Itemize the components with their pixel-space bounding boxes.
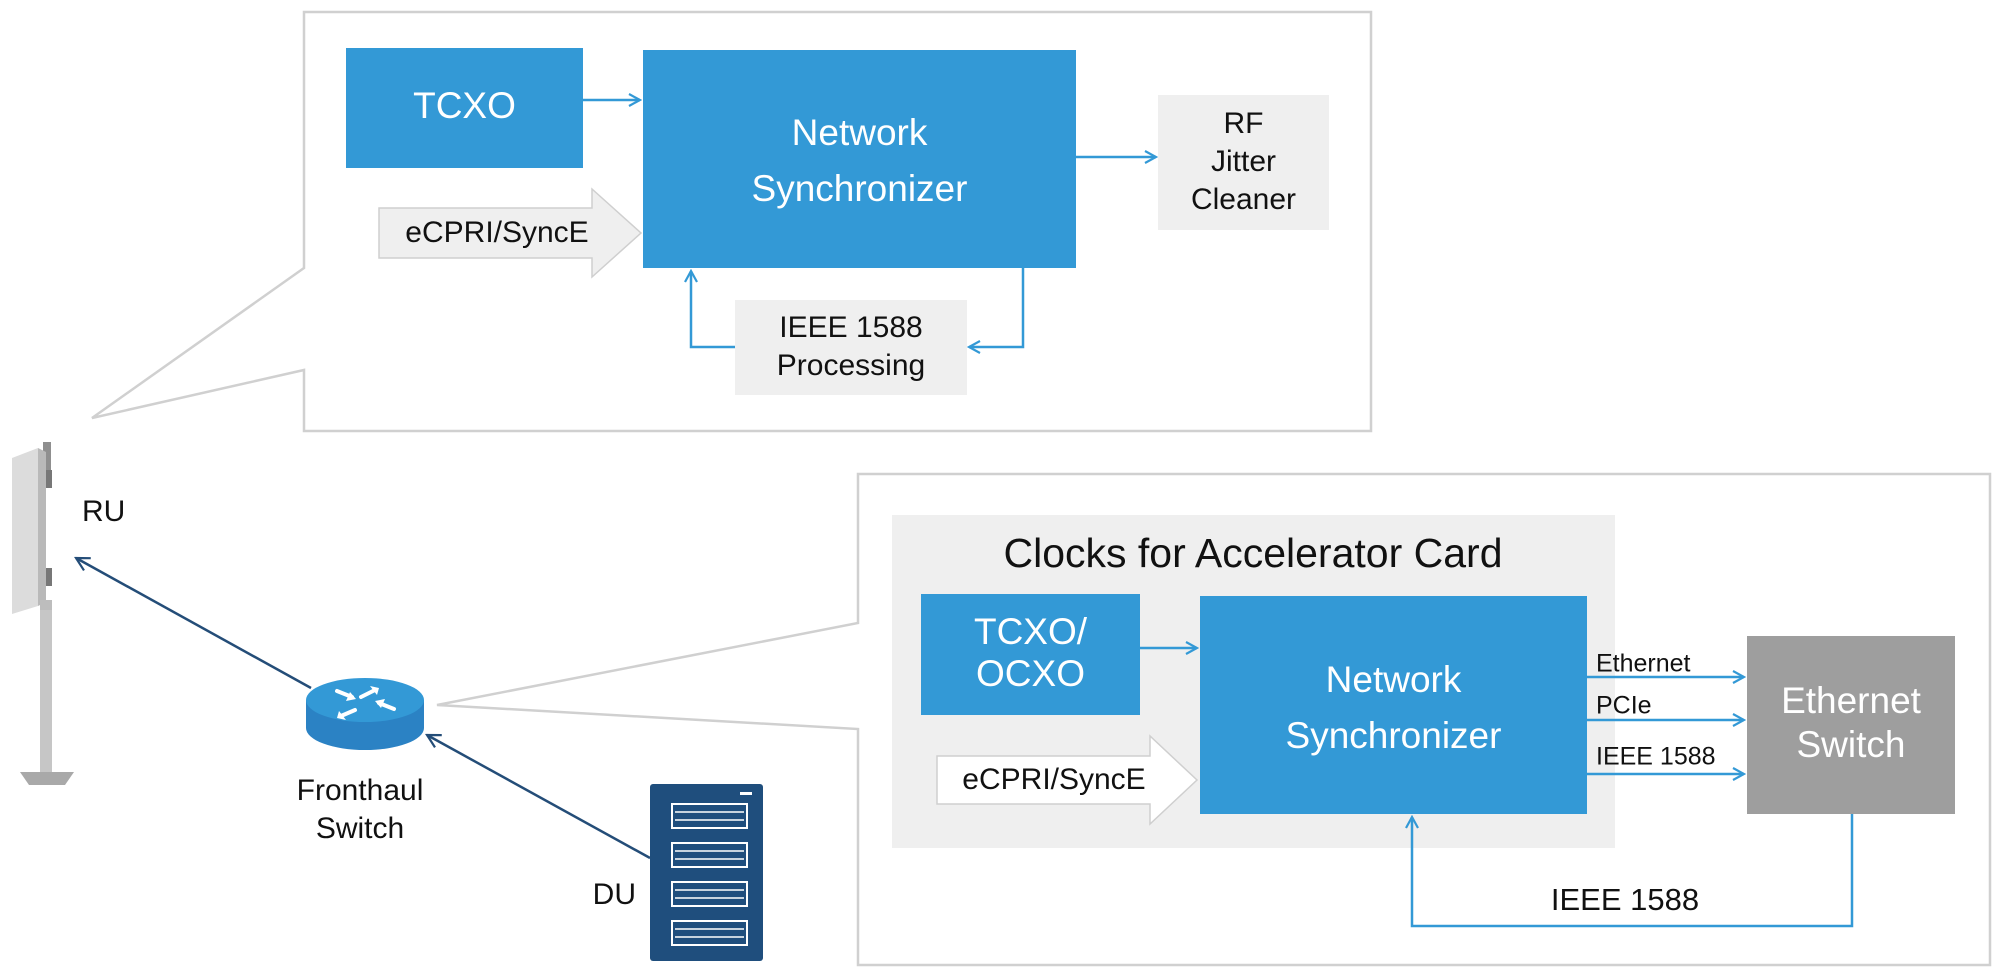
tcxo-ocxo-line2: OCXO xyxy=(976,653,1085,694)
switch-to-ru-link xyxy=(76,558,312,690)
ieee-processing-line1: IEEE 1588 xyxy=(779,311,922,344)
pcie-link-label: PCIe xyxy=(1596,692,1652,720)
ieee-1588-processing-block: IEEE 1588 Processing xyxy=(735,300,967,395)
tcxo-ocxo-block: TCXO/ OCXO xyxy=(921,594,1140,715)
ethernet-switch-line1: Ethernet xyxy=(1781,680,1922,721)
bottom-ecpri-synce-label: eCPRI/SyncE xyxy=(962,763,1145,796)
top-ecpri-synce-label: eCPRI/SyncE xyxy=(405,216,588,249)
ru-label: RU xyxy=(82,495,125,528)
ethernet-switch-block: Ethernet Switch xyxy=(1747,636,1955,814)
feedback-ieee-1588-label: IEEE 1588 xyxy=(1551,882,1699,917)
top-network-synchronizer-block: Network Synchronizer xyxy=(643,50,1076,268)
ieee-processing-to-sync-arrow xyxy=(691,271,735,349)
tcxo-ocxo-line1: TCXO/ xyxy=(974,611,1088,652)
fronthaul-switch-line2: Switch xyxy=(316,812,404,845)
bottom-ecpri-synce-arrow: eCPRI/SyncE xyxy=(936,734,1199,826)
bottom-sync-line1: Network xyxy=(1326,659,1462,700)
switch-to-sync-feedback-arrow xyxy=(1412,814,1854,928)
ethernet-switch-line2: Switch xyxy=(1797,724,1906,765)
du-rack-slots xyxy=(671,803,748,946)
accelerator-card-title: Clocks for Accelerator Card xyxy=(1003,530,1502,576)
rf-line3: Cleaner xyxy=(1191,183,1296,216)
top-tcxo-label: TCXO xyxy=(413,85,516,126)
du-to-switch-link xyxy=(427,735,651,860)
ieee-processing-line2: Processing xyxy=(777,349,925,382)
fronthaul-switch-line1: Fronthaul xyxy=(297,774,424,807)
rf-jitter-cleaner-block: RF Jitter Cleaner xyxy=(1158,95,1329,230)
fronthaul-switch-icon xyxy=(306,678,424,750)
bottom-network-synchronizer-block: Network Synchronizer xyxy=(1200,596,1587,814)
du-label: DU xyxy=(593,878,636,911)
top-tcxo-block: TCXO xyxy=(346,48,583,168)
rf-line2: Jitter xyxy=(1211,145,1276,178)
du-server-icon xyxy=(650,784,763,961)
sync-to-ieee-processing-arrow xyxy=(969,268,1025,347)
ethernet-link-label: Ethernet xyxy=(1596,650,1691,678)
ieee-1588-link-label: IEEE 1588 xyxy=(1596,743,1716,771)
top-sync-line1: Network xyxy=(792,112,928,153)
top-sync-line2: Synchronizer xyxy=(752,168,968,209)
rf-line1: RF xyxy=(1224,107,1264,140)
ru-antenna-icon xyxy=(12,442,74,785)
bottom-sync-line2: Synchronizer xyxy=(1286,715,1502,756)
top-ecpri-synce-arrow: eCPRI/SyncE xyxy=(378,187,643,279)
